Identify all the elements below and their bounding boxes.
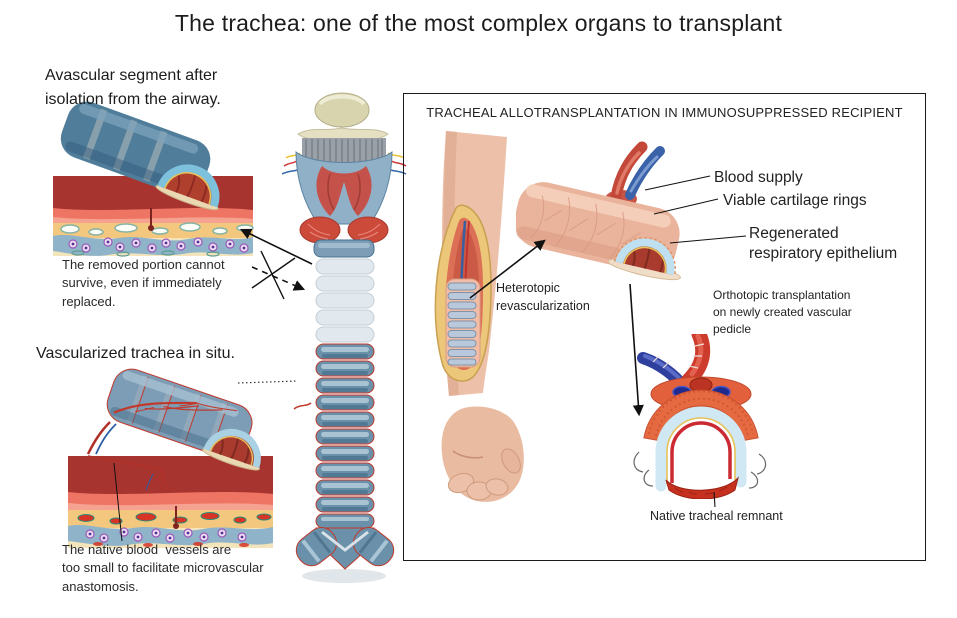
sutures [633, 451, 767, 489]
page-title: The trachea: one of the most complex org… [174, 10, 783, 36]
larynx [282, 92, 407, 258]
avascular-tube [60, 101, 220, 211]
vascularized-trachea-illustration [68, 368, 273, 548]
pale-rings [315, 258, 375, 343]
cartilage-ring [655, 406, 747, 492]
avascular-heading: Avascular segment after isolation from t… [45, 67, 221, 108]
vascularized-heading: Vascularized trachea in situ. [36, 345, 235, 362]
allotransplantation-panel: TRACHEAL ALLOTRANSPLANTATION IN IMMUNOSU… [403, 93, 926, 561]
orthotopic-cross-section-illustration [633, 334, 767, 499]
removed-portion-caption: The removed portion cannot survive, even… [62, 257, 225, 309]
panel-header: TRACHEAL ALLOTRANSPLANTATION IN IMMUNOSU… [426, 105, 903, 120]
bifurcation [295, 527, 395, 583]
blood-supply-label: Blood supply [714, 169, 803, 186]
viable-cartilage-label: Viable cartilage rings [723, 192, 867, 209]
blue-rings [315, 343, 375, 529]
tissue-block [68, 456, 273, 548]
vascular-wrap [643, 389, 759, 442]
vascularized-tube [106, 368, 261, 471]
fist [441, 406, 524, 502]
epithelium-label: Regenerated respiratory epithelium [749, 225, 898, 263]
native-vessels-caption: The native blood vessels are too small t… [62, 542, 264, 594]
tissue-block [53, 176, 254, 257]
native-remnant [665, 476, 739, 499]
pedicle-vessels [86, 421, 171, 491]
implanted-segment [445, 278, 481, 368]
central-trachea-illustration [282, 92, 407, 583]
heterotopic-label: Heterotopic revascularization [496, 281, 590, 314]
avascular-segment-illustration [53, 101, 254, 257]
surface-vessels [113, 401, 238, 414]
orthotopic-label: Orthotopic transplantation on newly crea… [713, 288, 852, 336]
revascularized-trachea-illustration [516, 141, 681, 281]
pink-tube [516, 182, 681, 281]
native-remnant-label: Native tracheal remnant [650, 509, 783, 523]
